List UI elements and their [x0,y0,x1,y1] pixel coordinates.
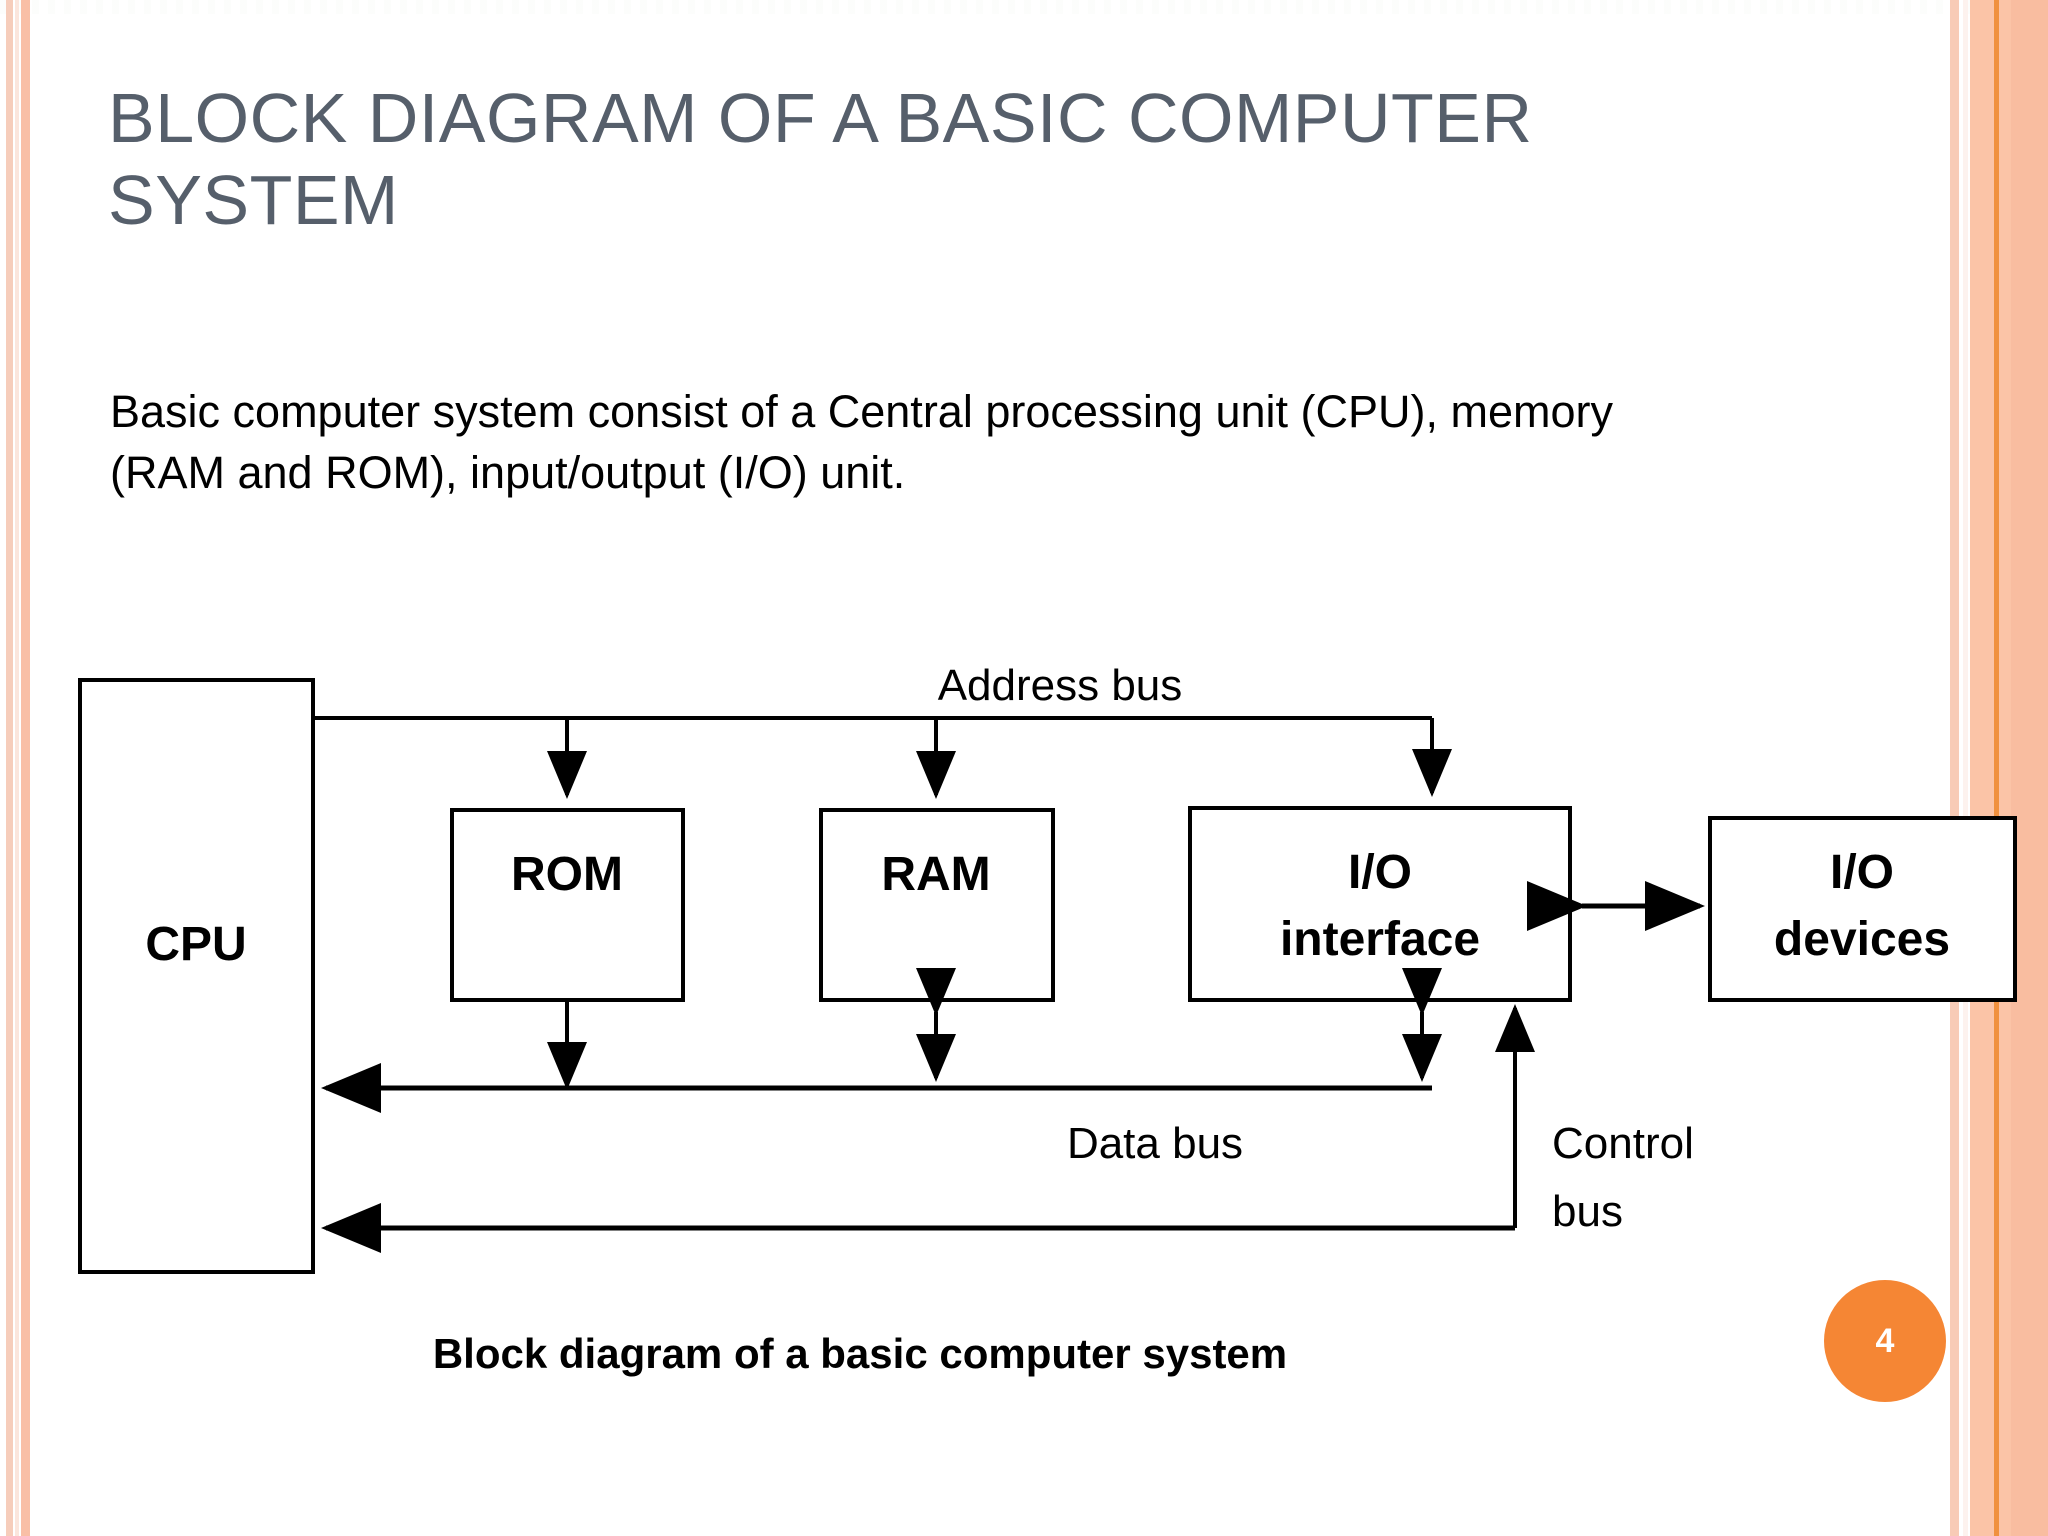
slide-body-text: Basic computer system consist of a Centr… [110,386,1613,498]
block-cpu[interactable] [78,678,315,1274]
right-stripe-accent-line [1994,0,1999,1536]
block-ram-label: RAM [881,848,990,901]
right-stripe-1 [1950,0,1959,1536]
block-io-devices[interactable] [1708,816,2017,1002]
block-io-interface-label-line2: interface [1280,913,1480,966]
block-io-interface-label-line1: I/O [1348,846,1412,899]
page-number-badge: 4 [1824,1280,1946,1402]
block-cpu-label: CPU [145,918,246,971]
page-number-value: 4 [1875,1321,1895,1360]
control-bus-label-line1: Control [1552,1119,1694,1168]
block-io-interface[interactable] [1188,806,1572,1002]
right-stripe-3 [1970,0,1994,1536]
top-dotted-border [0,0,2048,14]
block-io-devices-label-line1: I/O [1830,846,1894,899]
block-ram[interactable] [819,808,1055,1002]
left-stripe-outer [6,0,13,1536]
address-bus-label: Address bus [938,661,1183,710]
control-bus-label-line2: bus [1552,1187,1623,1236]
left-stripe-middle [15,0,19,1536]
right-stripe-5 [2011,0,2048,1536]
slide-title: BLOCK DIAGRAM OF A BASIC COMPUTER SYSTEM [108,79,1533,239]
data-bus-label: Data bus [1067,1119,1243,1168]
right-stripe-2 [1963,0,1968,1536]
block-rom[interactable] [450,808,685,1002]
block-rom-label: ROM [511,848,623,901]
right-stripe-4 [1999,0,2011,1536]
diagram-caption: Block diagram of a basic computer system [432,1330,1288,1377]
block-io-devices-label-line2: devices [1774,913,1950,966]
left-stripe-inner [21,0,30,1536]
